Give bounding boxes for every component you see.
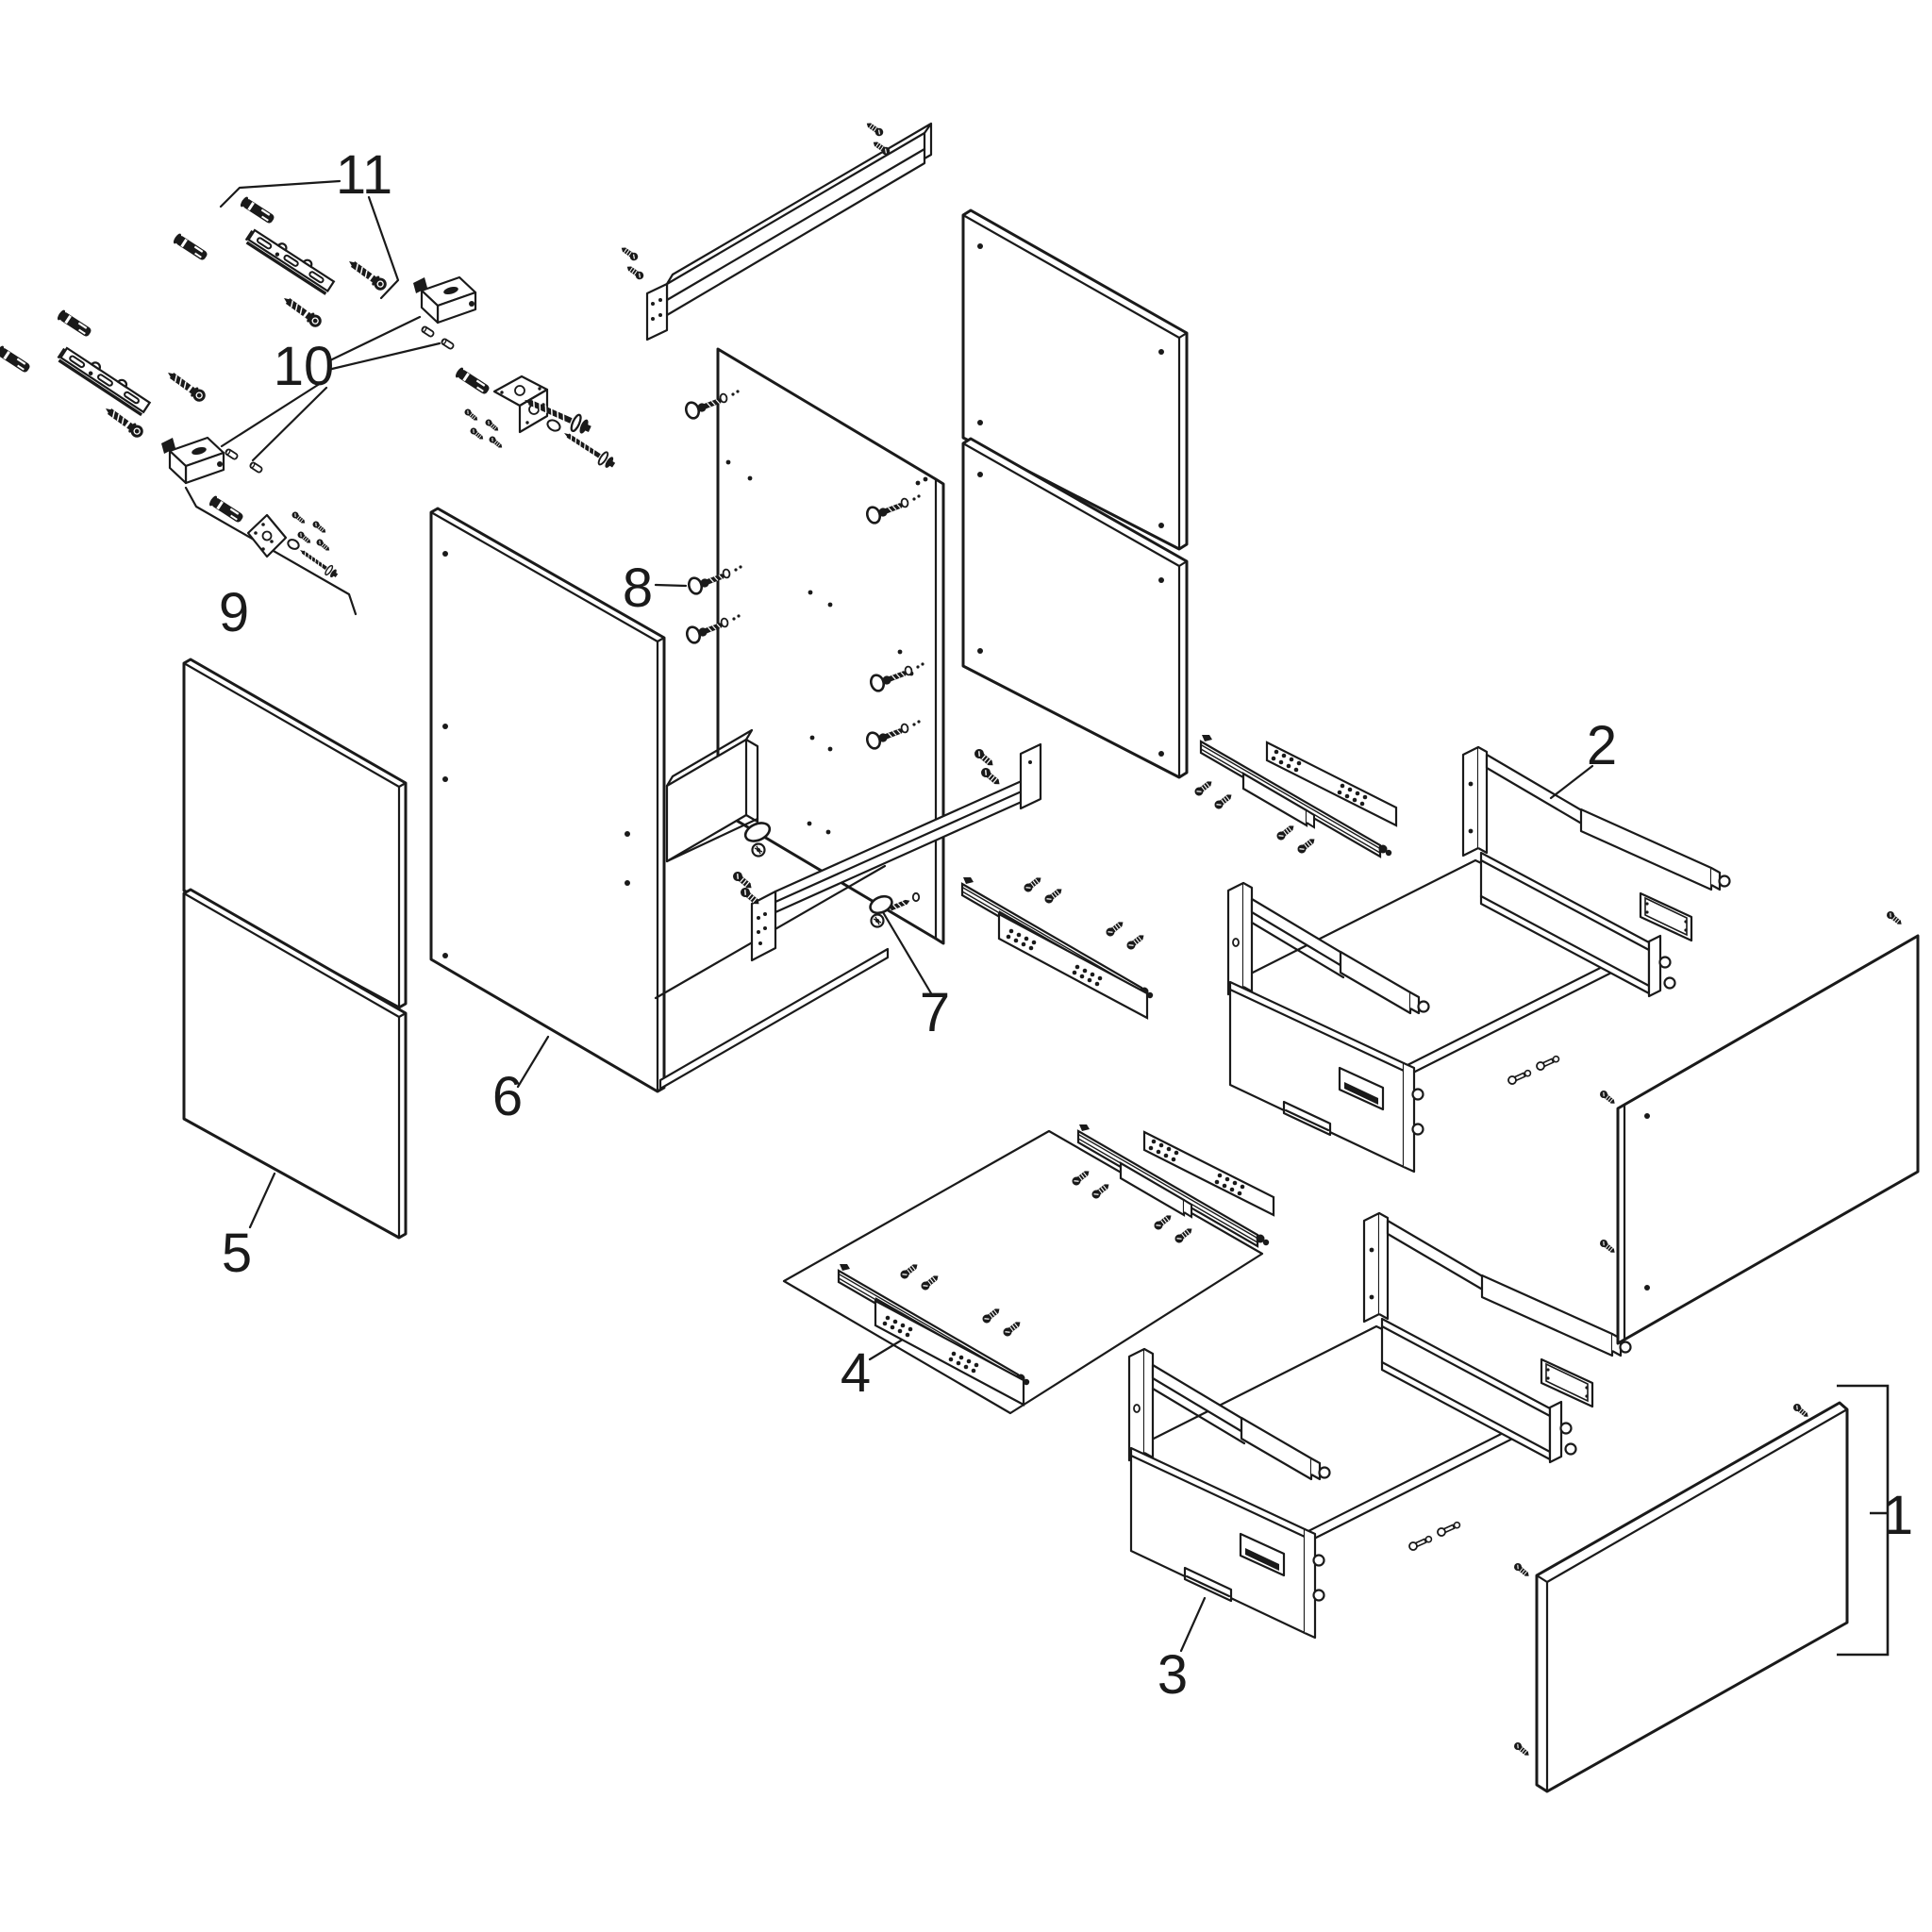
svg-text:10: 10 (274, 336, 335, 397)
svg-text:6: 6 (492, 1066, 523, 1127)
svg-text:5: 5 (222, 1223, 252, 1284)
svg-text:11: 11 (336, 144, 392, 206)
svg-text:8: 8 (623, 558, 653, 619)
svg-text:3: 3 (1158, 1644, 1188, 1706)
svg-text:9: 9 (219, 582, 249, 643)
svg-text:2: 2 (1587, 715, 1617, 776)
svg-text:7: 7 (920, 982, 950, 1043)
svg-text:4: 4 (841, 1342, 871, 1404)
svg-text:1: 1 (1883, 1485, 1913, 1546)
